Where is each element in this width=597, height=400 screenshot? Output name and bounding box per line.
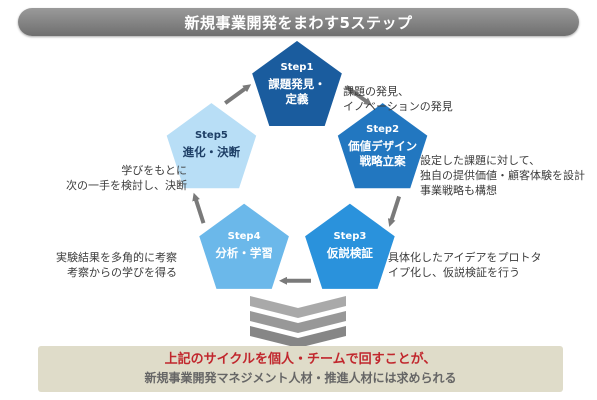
step3-pentagon-shape — [303, 201, 397, 291]
step3-number: Step3 — [333, 231, 366, 242]
step5-number: Step5 — [195, 130, 228, 141]
step1-pentagon: Step1 課題発見・定義 — [250, 39, 344, 128]
step3-description: 具体化したアイデアをプロトタ イプ化し、仮説検証を行う — [388, 251, 542, 279]
step2-description: 設定した課題に対して、 独自の提供価値・顧客体験を設計 事業戦略も構想 — [420, 154, 585, 197]
step4-label-line: 分析・学習 — [215, 246, 273, 260]
step2-label-line: 価値デザイン — [347, 139, 417, 153]
cycle-arrow-step1-to-step2 — [344, 84, 373, 106]
step4-pentagon-shape — [197, 201, 291, 291]
conclusion-accent-text: 上記のサイクルを個人・チームで回すことが、 — [164, 352, 437, 367]
page-title: 新規事業開発をまわす5ステップ — [18, 8, 579, 36]
step5-pentagon-shape — [164, 101, 258, 190]
step1-number: Step1 — [281, 62, 314, 73]
step1-pentagon-shape — [250, 39, 344, 128]
step5-description: 学びをもとに 次の一手を検討し、決断 — [66, 164, 187, 192]
step3-pentagon: Step3 仮説検証 — [303, 201, 397, 291]
step5-pentagon: Step5 進化・決断 — [164, 101, 258, 190]
step2-number: Step2 — [366, 124, 399, 135]
step5-label-line: 進化・決断 — [183, 145, 241, 159]
conclusion-line1: 上記のサイクルを個人・チームで回すことが、 — [165, 351, 437, 369]
cycle-arrow-step4-to-step5 — [192, 192, 206, 224]
conclusion-box: 上記のサイクルを個人・チームで回すことが、 新規事業開発マネジメント人材・推進人… — [38, 346, 563, 392]
step2-label-line: 戦略立案 — [360, 154, 406, 168]
step3-label-line: 仮説検証 — [326, 246, 373, 260]
step2-pentagon-shape — [336, 101, 430, 190]
conclusion-line2: 新規事業開発マネジメント人材・推進人材には求められる — [144, 371, 457, 385]
step4-pentagon: Step4 分析・学習 — [197, 201, 291, 291]
cycle-arrow-step2-to-step3 — [387, 195, 402, 227]
step4-number: Step4 — [228, 231, 261, 242]
cycle-arrow-step5-to-step1 — [224, 84, 252, 105]
step1-description: 課題の発見、 イノベーションの発見 — [343, 85, 453, 113]
step4-description: 実験結果を多角的に考察 考察からの学びを得る — [56, 251, 177, 279]
step1-label-line: 課題発見・ — [268, 77, 326, 91]
step1-label-line: 定義 — [286, 92, 309, 106]
